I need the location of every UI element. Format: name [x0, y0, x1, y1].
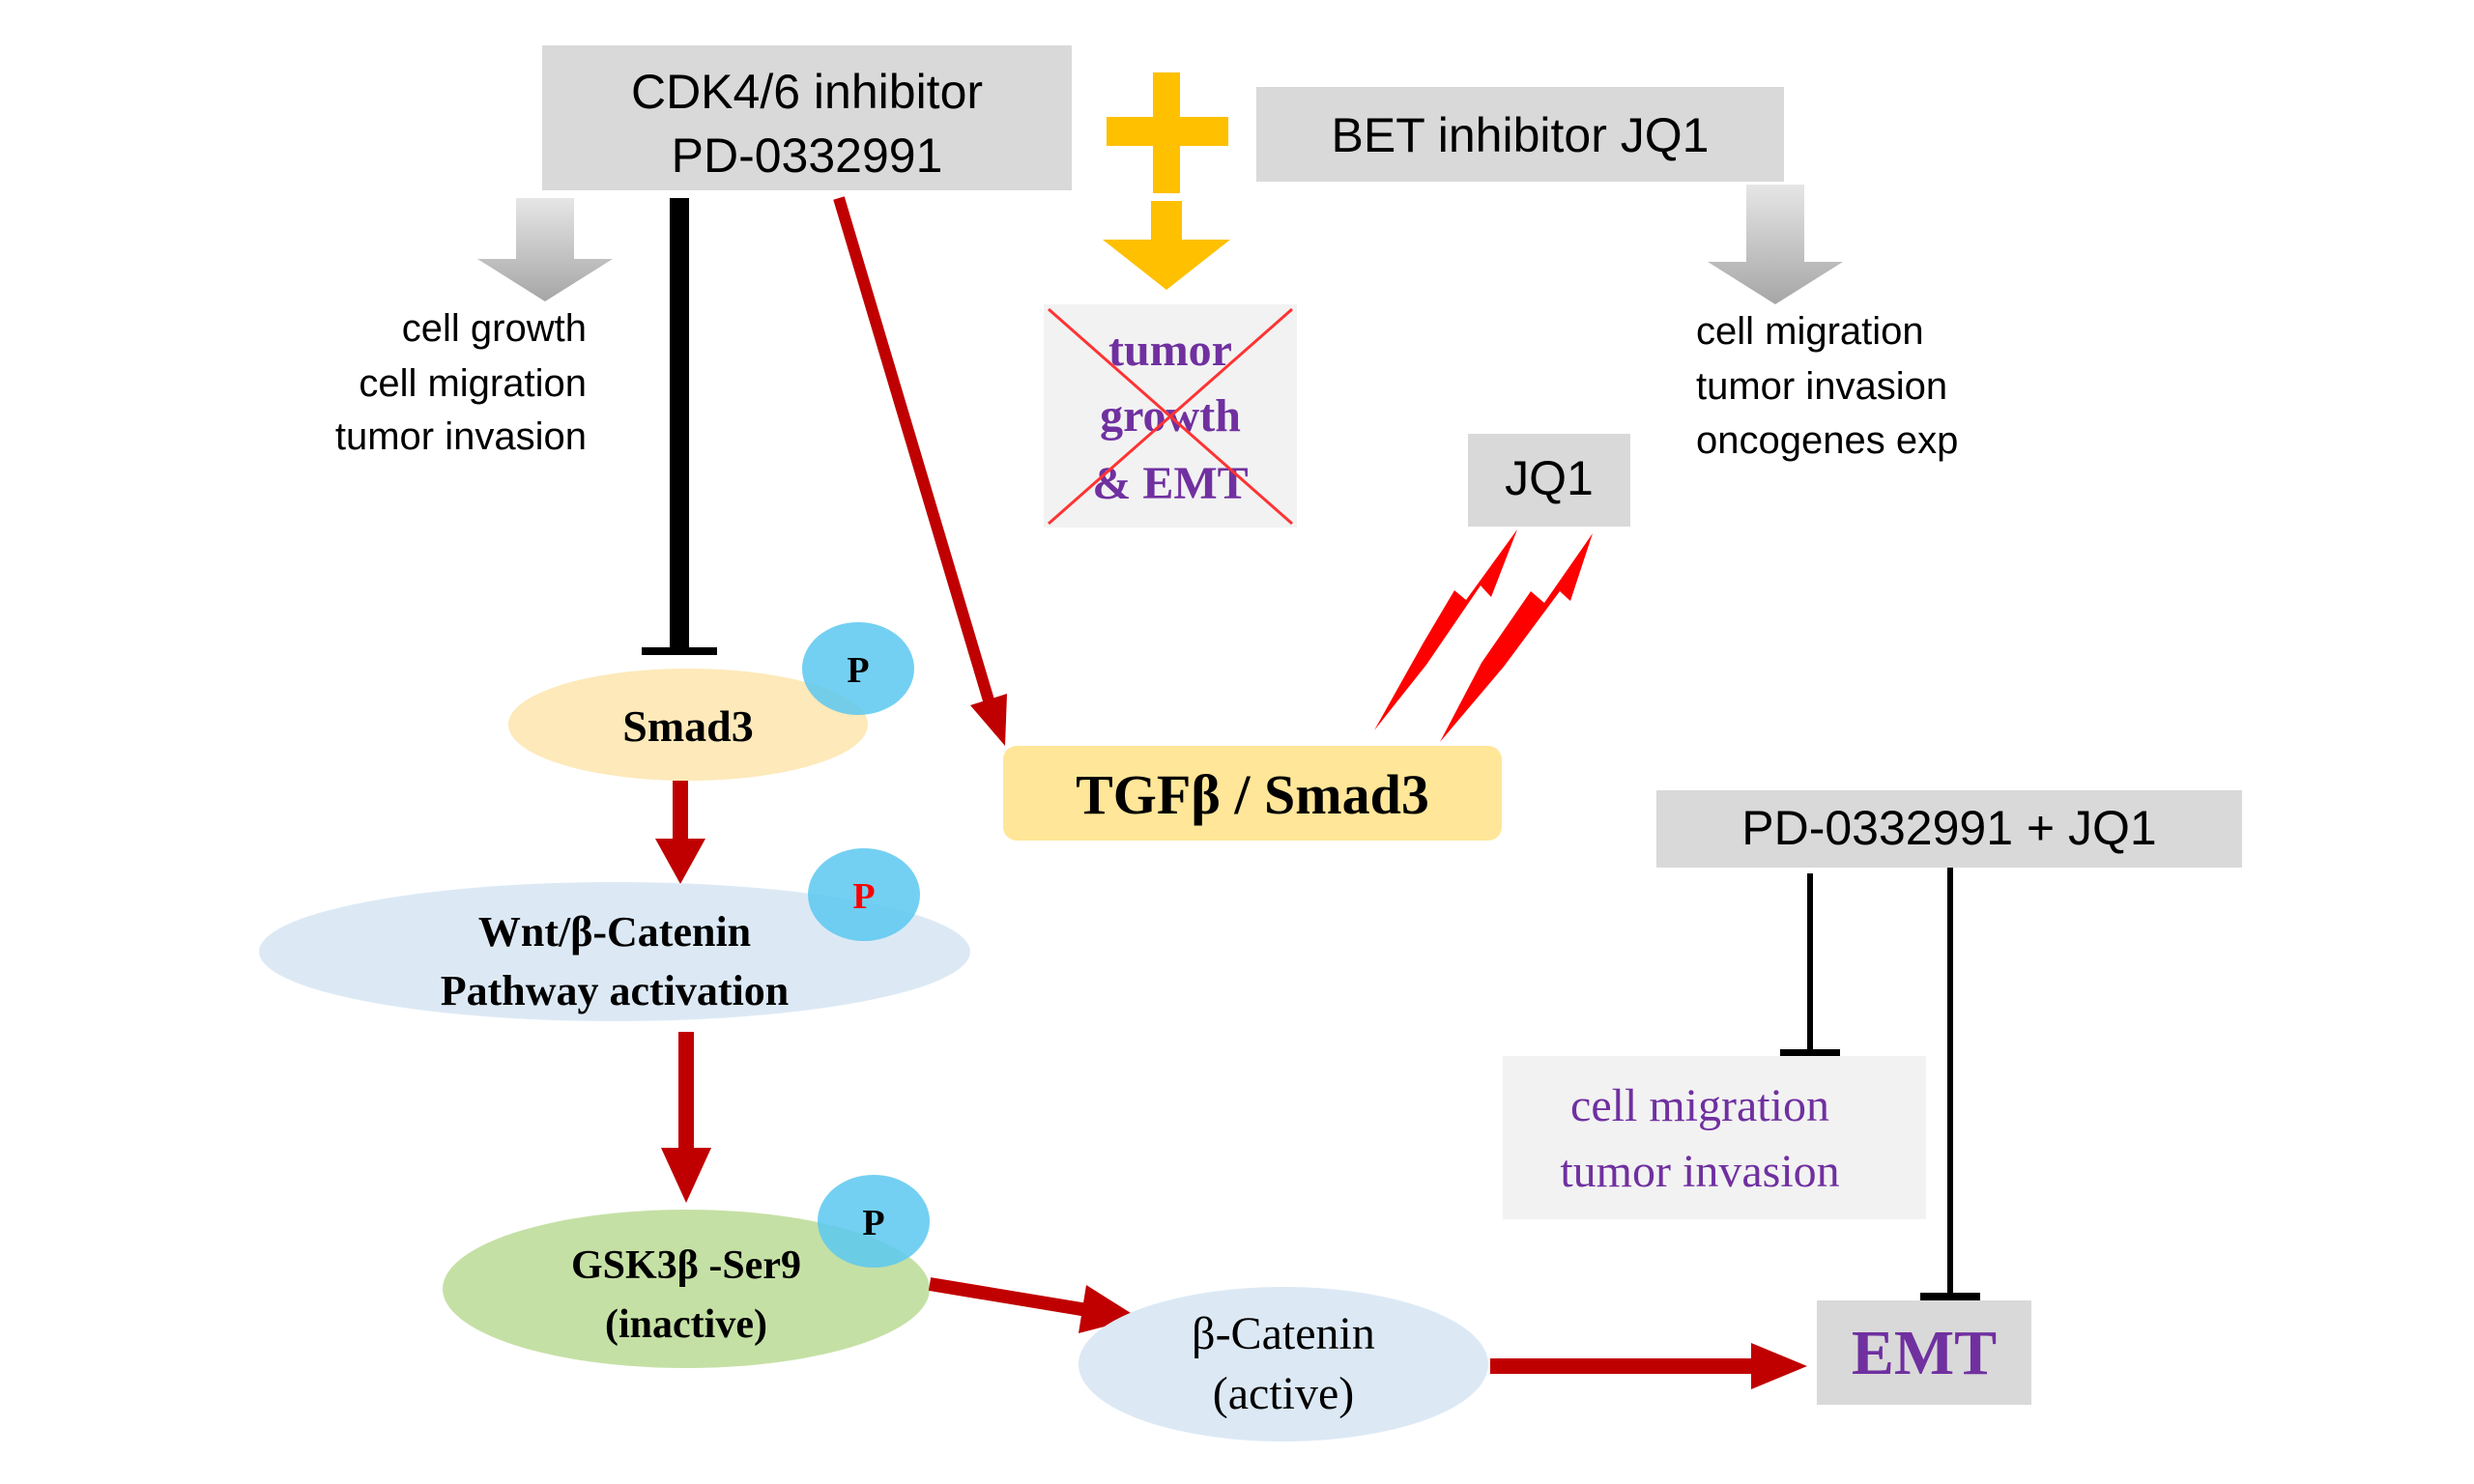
- combo-effect-box: [1503, 1056, 1926, 1219]
- smad3-label: Smad3: [622, 701, 753, 751]
- bcatenin-label-line2: (active): [1213, 1368, 1355, 1419]
- bcatenin-to-emt-arrow: [1490, 1343, 1807, 1389]
- emt-label: EMT: [1852, 1318, 1997, 1388]
- cdk-inhibits-smad3: [642, 198, 717, 655]
- combo-effect-line1: cell migration: [1570, 1080, 1829, 1131]
- tgf-smad3-box: [1003, 746, 1502, 841]
- cdk-effect-line1: cell growth: [402, 307, 587, 350]
- combination-down-arrow: [1103, 201, 1230, 290]
- phospho-label: P: [847, 650, 869, 691]
- bet-effect-arrow: [1708, 185, 1843, 304]
- cdk-effect-line3: tumor invasion: [335, 415, 587, 458]
- wnt-label-line2: Pathway activation: [441, 967, 790, 1014]
- cross-out-mark: [1048, 307, 1293, 526]
- bet-effect-line1: cell migration: [1696, 310, 1924, 353]
- phospho-badge: [802, 622, 914, 715]
- combo-inhibits-migration: [1780, 873, 1840, 1057]
- combined-effect-line1: tumor: [1108, 325, 1232, 376]
- phospho-badge-red: [808, 848, 920, 941]
- bet-inhibitor-label: BET inhibitor JQ1: [1332, 108, 1710, 162]
- lightning-bolt-icon: [1374, 529, 1517, 730]
- cdk-effect-line2: cell migration: [359, 362, 587, 405]
- smad3-to-wnt-arrow: [655, 781, 705, 884]
- combined-effect-line3: & EMT: [1092, 458, 1248, 509]
- cdk-inhibitor-box: [542, 45, 1072, 190]
- gsk3b-label-line2: (inactive): [605, 1302, 767, 1347]
- tgf-smad3-label: TGFβ / Smad3: [1076, 763, 1429, 826]
- combo-inhibits-emt: [1920, 868, 1980, 1300]
- phospho-label-red: P: [852, 876, 875, 917]
- phospho-badge-gsk: [818, 1175, 930, 1268]
- bcatenin-node: [1079, 1287, 1488, 1441]
- jq1-label: JQ1: [1505, 451, 1594, 505]
- cdk-inhibitor-code: PD-0332991: [672, 128, 943, 183]
- combination-plus-icon: [1107, 72, 1228, 193]
- wnt-node: [259, 882, 970, 1021]
- cdk-activates-tgf-arrow: [833, 196, 1007, 746]
- combination-label: PD-0332991 + JQ1: [1741, 801, 2156, 855]
- jq1-box: [1468, 434, 1630, 527]
- bet-inhibitor-box: [1256, 87, 1784, 182]
- bet-effect-line2: tumor invasion: [1696, 365, 1947, 408]
- gsk3b-label-line1: GSK3β -Ser9: [571, 1243, 801, 1288]
- cdk-inhibitor-name: CDK4/6 inhibitor: [631, 65, 983, 119]
- lightning-bolt-icon-2: [1440, 533, 1593, 742]
- wnt-to-gsk-arrow: [661, 1032, 711, 1203]
- emt-box: [1817, 1300, 2031, 1405]
- smad3-node: [508, 669, 868, 781]
- gsk3b-node: [443, 1210, 930, 1368]
- cdk-effect-arrow: [477, 198, 613, 301]
- phospho-label-gsk: P: [862, 1203, 884, 1243]
- bcatenin-label-line1: β-Catenin: [1192, 1308, 1375, 1359]
- bet-effect-line3: oncogenes exp: [1696, 419, 1958, 462]
- combo-effect-line2: tumor invasion: [1560, 1146, 1839, 1197]
- combination-box: [1656, 790, 2242, 868]
- wnt-label-line1: Wnt/β-Catenin: [478, 908, 751, 956]
